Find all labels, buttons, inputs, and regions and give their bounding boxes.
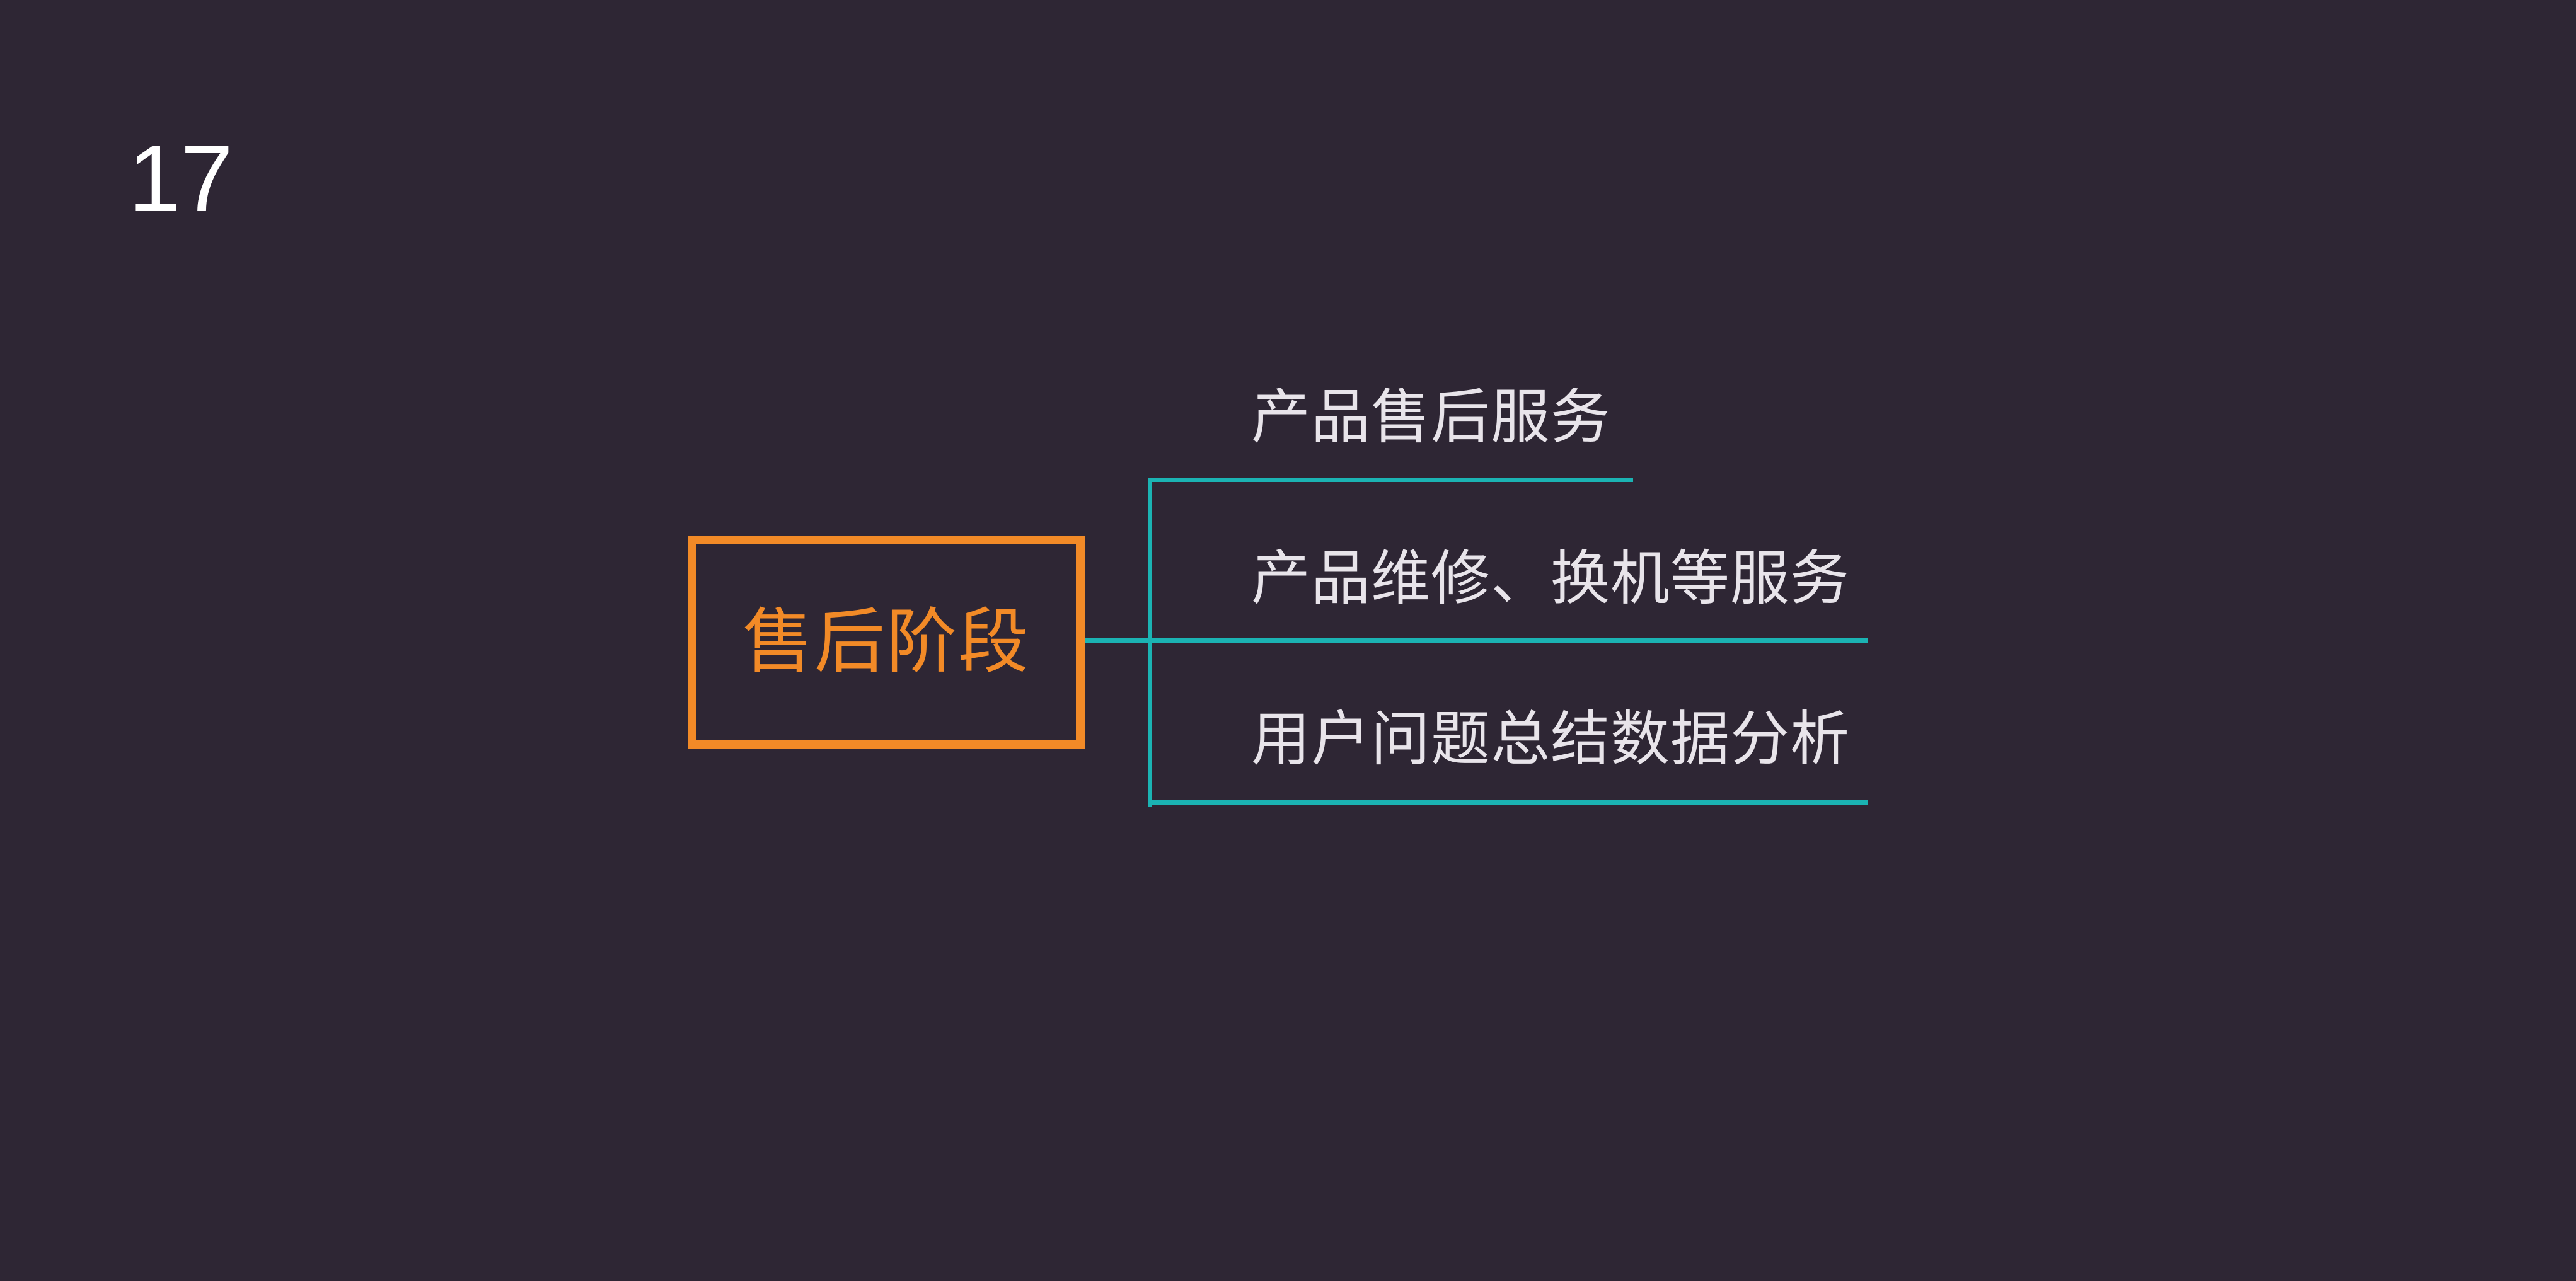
root-node-box: 售后阶段 [688, 536, 1085, 749]
root-node-label: 售后阶段 [742, 601, 1030, 683]
branch-label-user-issue-analysis: 用户问题总结数据分析 [1251, 705, 1851, 774]
root-connector-line [1085, 638, 1152, 643]
branch-label-after-sales-service: 产品售后服务 [1251, 383, 1611, 452]
branch-underline-3 [1148, 800, 1868, 805]
slide-number: 17 [128, 125, 233, 231]
branch-underline-1 [1148, 478, 1633, 482]
branch-label-repair-replacement: 产品维修、换机等服务 [1251, 544, 1851, 613]
branch-underline-2 [1148, 638, 1868, 643]
